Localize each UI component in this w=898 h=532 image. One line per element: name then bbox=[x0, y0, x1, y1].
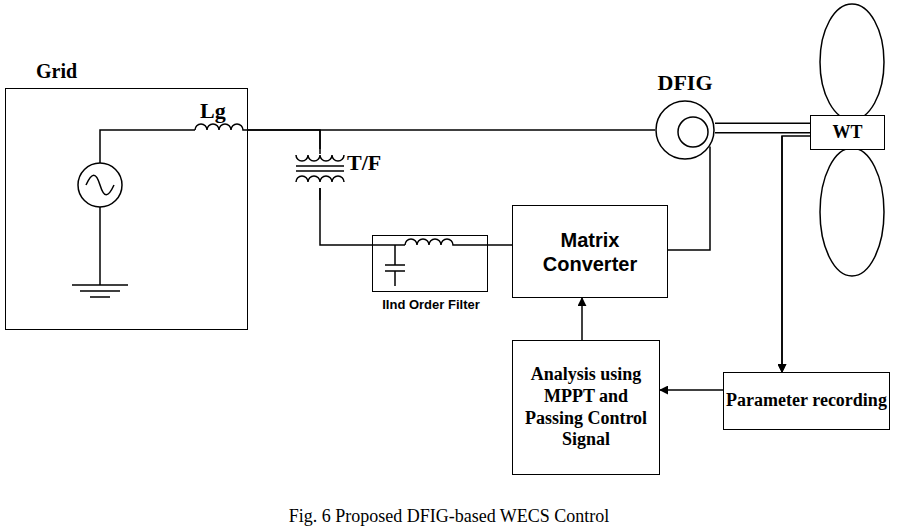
wire-connector bbox=[488, 244, 512, 246]
node-text: IInd Order Filter bbox=[382, 297, 480, 313]
figure-caption: Fig. 6 Proposed DFIG-based WECS Control bbox=[0, 506, 898, 527]
generator-symbol bbox=[655, 100, 715, 160]
shaft-inner bbox=[715, 124, 810, 132]
wire bbox=[99, 207, 101, 285]
wire-connector bbox=[668, 147, 710, 250]
node-text: DFIG bbox=[658, 70, 713, 96]
ground-symbol bbox=[72, 285, 128, 297]
node-text: WT bbox=[832, 122, 862, 144]
generator-circle: DFIG bbox=[655, 100, 715, 160]
turbine-blade bbox=[820, 4, 884, 120]
transformer-label: T/F bbox=[347, 150, 381, 176]
turbine-box: WT bbox=[810, 115, 885, 150]
sine-symbol bbox=[86, 175, 114, 195]
ac-source bbox=[78, 163, 122, 207]
arrow-connector bbox=[660, 389, 723, 391]
shaft-connector bbox=[715, 123, 810, 134]
capacitor-symbol bbox=[385, 245, 405, 286]
inductor-label: Lg bbox=[200, 98, 226, 124]
node-text: Analysis using MPPT and Passing Control … bbox=[524, 364, 648, 450]
node-text: Grid bbox=[36, 59, 77, 83]
control-box: Analysis using MPPT and Passing Control … bbox=[512, 340, 660, 475]
inductor-symbol bbox=[195, 124, 248, 130]
node-text: Parameter recording bbox=[726, 390, 887, 412]
filter-box: IInd Order Filter bbox=[372, 235, 488, 292]
arrow-overlay bbox=[781, 136, 783, 372]
grid-box: Grid bbox=[5, 88, 248, 330]
node-text: Matrix Converter bbox=[513, 228, 667, 276]
process-box: Parameter recording bbox=[723, 372, 890, 430]
wire-connector bbox=[248, 130, 372, 245]
inductor-symbol bbox=[405, 239, 487, 245]
arrow-connector bbox=[581, 298, 583, 340]
wire bbox=[373, 244, 405, 246]
converter-box: Matrix Converter bbox=[512, 205, 668, 298]
turbine-blade bbox=[820, 148, 884, 276]
wire bbox=[100, 130, 195, 163]
arrow-connector bbox=[782, 136, 810, 372]
